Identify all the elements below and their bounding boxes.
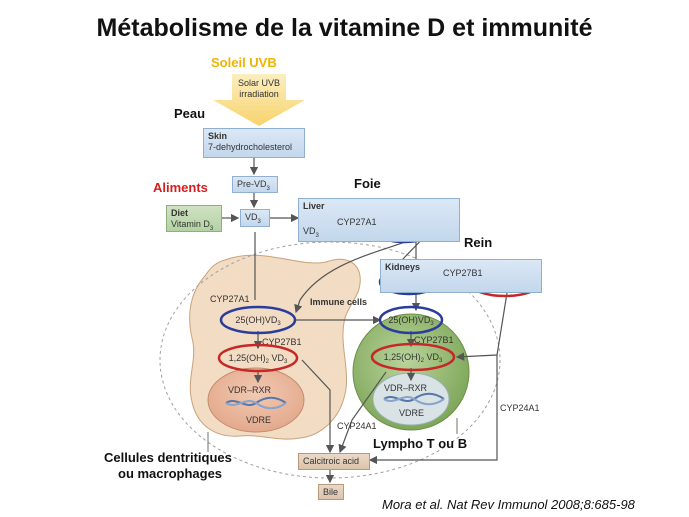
macrophage-125ohvd3: 1,25(OH)2 VD3 [229, 353, 288, 365]
uvb-arrow [213, 74, 305, 126]
vdr-rxr-lymphocyte: VDR–RXR [384, 383, 428, 393]
kidneys-cyp27b1: CYP27B1 [443, 268, 483, 278]
bile-box: Bile [318, 484, 344, 500]
label-rein: Rein [464, 235, 493, 250]
ring-125ohvd3-macrophage [217, 343, 299, 373]
bile-label: Bile [323, 487, 339, 497]
vdre-lymphocyte: VDRE [399, 408, 424, 418]
diet-box: Diet Vitamin D3 [166, 205, 222, 232]
label-lympho: Lympho T ou B [373, 436, 468, 451]
pre-vd3-box: Pre-VD3 [232, 176, 278, 193]
calcitroic-box: Calcitroic acid [298, 453, 370, 470]
slide-title: Métabolisme de la vitamine D et immunité [96, 14, 593, 42]
cyp24a1-cell-label: CYP24A1 [337, 421, 377, 431]
label-foie: Foie [354, 176, 381, 191]
vd3-box: VD3 [240, 209, 270, 227]
liver-box: Liver CYP27A1 VD3 [298, 198, 460, 242]
dna-helix-lymphocyte-2 [383, 396, 445, 406]
kidneys-box: Kidneys CYP27B1 [380, 259, 542, 293]
calcitroic-label: Calcitroic acid [303, 456, 360, 466]
label-soleil: Soleil UVB [211, 55, 277, 70]
liver-vd3: VD3 [303, 226, 319, 239]
liver-cyp27a1: CYP27A1 [337, 217, 377, 227]
citation: Mora et al. Nat Rev Immunol 2008;8:685-9… [382, 497, 635, 512]
cyp27a1-cell-label: CYP27A1 [210, 294, 250, 304]
label-peau: Peau [174, 106, 206, 121]
diet-title: Diet [171, 208, 189, 218]
solar-label-2: irradiation [239, 89, 279, 99]
ring-125ohvd3-lymphocyte [370, 342, 456, 372]
macrophage-nucleus [207, 367, 305, 433]
vd3-label: VD [245, 212, 258, 222]
immune-cells-region [159, 241, 501, 479]
cyp27b1-macrophage-label: CYP27B1 [262, 337, 302, 347]
pre-vd3-label: Pre-VD [237, 179, 267, 189]
vdr-rxr-macrophage: VDR–RXR [228, 385, 272, 395]
immune-cells-label: Immune cells [310, 297, 367, 307]
skin-sub: 7-dehydrocholesterol [208, 142, 293, 152]
label-cellules-1: Cellules dentritiques [104, 450, 232, 465]
liver-title: Liver [303, 201, 325, 211]
label-cellules-2: ou macrophages [118, 466, 223, 481]
cyp24a1-kidney-label: CYP24A1 [500, 403, 540, 413]
macrophage-25ohvd3: 25(OH)VD3 [235, 315, 281, 327]
label-aliments: Aliments [153, 180, 208, 195]
cyp27b1-lymphocyte-label: CYP27B1 [414, 335, 454, 345]
skin-title: Skin [208, 131, 228, 141]
diet-sub: Vitamin D [171, 219, 210, 229]
lymphocyte-25ohvd3: 25(OH)VD3 [388, 315, 434, 327]
lymphocyte-125ohvd3: 1,25(OH)2 VD3 [384, 352, 443, 364]
ring-25ohvd3-lymphocyte [378, 305, 444, 335]
kidneys-title: Kidneys [385, 262, 421, 272]
dna-helix-macrophage-2 [225, 400, 287, 410]
solar-label-1: Solar UVB [238, 78, 280, 88]
skin-box: Skin 7-dehydrocholesterol [203, 128, 305, 158]
ring-25ohvd3-macrophage [219, 305, 297, 335]
vdre-macrophage: VDRE [246, 415, 271, 425]
